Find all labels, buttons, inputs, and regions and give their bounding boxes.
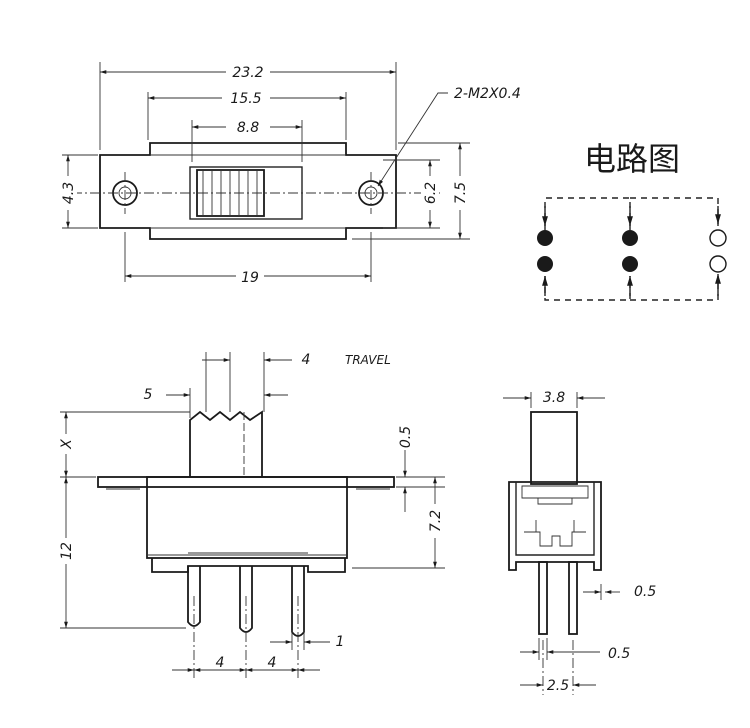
dim-pin-pitch-2: 4 — [268, 655, 277, 671]
dim-pin-width: 1 — [336, 634, 345, 650]
end-pin-right — [568, 561, 578, 635]
contact-open — [709, 255, 727, 273]
contact-closed — [622, 230, 638, 246]
dim-travel: 4 — [302, 352, 311, 368]
side-base — [151, 558, 346, 573]
circuit-top-left-link — [544, 197, 631, 230]
slider-knob — [196, 169, 265, 217]
end-view: 3.8 0.5 0.5 2.5 — [503, 390, 656, 695]
side-view: 4 TRAVEL 5 X 12 0.5 7.2 4 4 — [57, 352, 445, 678]
side-flange — [97, 476, 395, 488]
dim-slot-width: 8.8 — [237, 120, 259, 136]
dim-body-height: 4.3 — [61, 182, 77, 204]
dim-hole-span: 6.2 — [423, 182, 439, 204]
end-housing — [508, 481, 602, 571]
circuit-bottom-left-link — [544, 276, 631, 301]
dim-knob-width: 3.8 — [543, 390, 565, 406]
dim-knob: 5 — [144, 387, 153, 403]
dim-total-height: 12 — [59, 542, 75, 560]
dim-pin-pitch-1: 4 — [216, 655, 225, 671]
top-view: 23.2 15.5 8.8 19 4.3 6.2 7.5 2-M2X0.4 — [59, 62, 521, 286]
end-knob — [530, 411, 578, 485]
dim-body-height-side: 7.2 — [428, 510, 444, 532]
dim-pin-spacing: 2.5 — [547, 678, 569, 694]
side-knob — [189, 410, 263, 477]
end-pin-left — [538, 561, 548, 635]
contact-open — [709, 229, 727, 247]
contact-closed — [537, 256, 553, 272]
dim-pin-thickness-1: 0.5 — [634, 584, 656, 600]
contact-closed — [537, 230, 553, 246]
screw-leader — [377, 92, 448, 187]
side-body — [146, 476, 348, 559]
circuit-title: 电路图 — [584, 140, 680, 178]
side-pin-left — [187, 566, 201, 627]
travel-label: TRAVEL — [345, 353, 391, 367]
circuit-diagram: 电路图 — [537, 140, 727, 301]
dim-overall-width: 23.2 — [232, 65, 263, 81]
circuit-bottom-right-link — [630, 276, 719, 301]
dim-base-width: 19 — [241, 270, 259, 286]
circuit-top-right-link — [630, 197, 719, 226]
screw-note: 2-M2X0.4 — [454, 86, 521, 102]
contact-closed — [622, 256, 638, 272]
dim-flange-thickness: 0.5 — [398, 426, 414, 448]
dim-mount-span: 15.5 — [230, 91, 261, 107]
dim-flange-height: 7.5 — [453, 182, 469, 204]
dim-x: X — [59, 439, 75, 450]
dim-pin-thickness-2: 0.5 — [608, 646, 630, 662]
